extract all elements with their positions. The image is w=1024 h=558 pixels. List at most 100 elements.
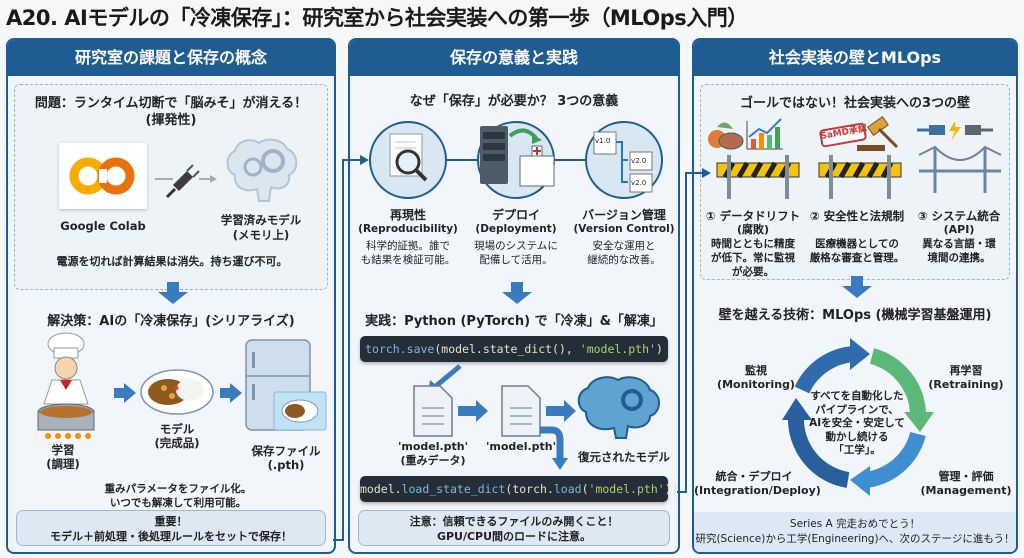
note-title: 注意：信頼できるファイルのみ開くこと！	[409, 515, 619, 528]
restored-model-label: 復元されたモデル	[578, 450, 670, 464]
code-open: (	[581, 482, 589, 496]
panel-lab-challenges: 研究室の課題と保存の概念 問題：ランタイム切断で「脳みそ」が消える！ (揮発性)…	[6, 38, 336, 554]
wall-data-drift: ① データドリフト (腐敗) 時間とともに精度 が低下。常に監視 が必要。	[701, 209, 805, 279]
dish-sub: (完成品)	[154, 436, 200, 450]
plug-bridge-icon	[917, 121, 1002, 193]
center-line: 「工学」。	[833, 444, 881, 456]
solution-caption-2: いつでも解凍して利用可能。	[109, 497, 247, 509]
cycle-arrowhead	[850, 466, 870, 496]
magnifier-document-icon	[369, 121, 447, 199]
colab-icon	[69, 157, 135, 195]
dish-label: モデル	[159, 422, 195, 436]
save-load-flow	[413, 364, 660, 470]
file2-label: 'model.pth'	[485, 440, 556, 453]
walls-icons	[708, 116, 1002, 199]
code-pre: model.	[360, 482, 402, 496]
center-line: パイプラインで、	[815, 403, 899, 416]
rotting-food-chart-icon	[708, 118, 783, 150]
wall-sub: (腐敗)	[736, 223, 770, 236]
panel-header: 社会実装の壁とMLOps	[694, 40, 1016, 76]
meaning-en: (Reproducibility)	[358, 223, 458, 235]
cycle-management: 管理・評価 (Management)	[920, 470, 1012, 498]
cycle-ja: 統合・デプロイ	[715, 470, 793, 483]
cycle-deploy: 統合・デプロイ (Integration/Deploy)	[694, 470, 821, 498]
wall-desc: 医療機器としての	[815, 238, 899, 250]
file1-label: 'model.pth'	[397, 440, 468, 453]
file-icon	[501, 385, 541, 437]
right-arrow-icon	[546, 400, 576, 422]
wall-desc: 異なる言語・環	[922, 238, 996, 250]
colab-logo	[59, 143, 147, 209]
solution-title: 解決策：AIの「冷凍保存」(シリアライズ)	[47, 314, 295, 329]
cycle-ja: 管理・評価	[938, 470, 994, 483]
panel-meaning-practice: 保存の意義と実践 なぜ「保存」が必要か？ 3つの意義 v	[348, 38, 680, 554]
right-arrow-icon	[458, 400, 488, 422]
code-fn: torch.save	[365, 342, 435, 356]
wall-title: ① データドリフト	[705, 209, 801, 223]
down-arrow-icon	[502, 282, 532, 304]
code-load: model.load_state_dict(torch.load('model.…	[360, 476, 678, 502]
page-title: A20. AIモデルの「冷凍保存」：研究室から社会実装への第一歩（MLOps入門…	[6, 6, 748, 30]
wall-title: ③ システム統合	[917, 209, 1001, 223]
cycle-en: (Retraining)	[928, 378, 1004, 391]
model-memory-sub: (メモリ上)	[232, 228, 290, 242]
note-body: GPU/CPU間のロードに注意。	[436, 530, 592, 543]
solution-caption-1: 重みパラメータをファイル化。	[104, 483, 252, 495]
file-icon	[413, 385, 453, 437]
cycle-arrowhead	[850, 338, 870, 370]
wall-title: ② 安全性と法規制	[809, 209, 905, 223]
panel-header: 保存の意義と実践	[350, 40, 678, 76]
save-file-label: 保存ファイル	[251, 444, 321, 458]
server-hospital-icon	[477, 121, 555, 199]
chef-label: 学習	[51, 443, 75, 457]
meaning-deployment: デプロイ (Deployment) 現場のシステムに 配備して活用。	[462, 208, 570, 267]
meaning-en: (Version Control)	[573, 223, 675, 235]
footer-line-2: 研究(Science)から工学(Engineering)へ、次のステージに進もう…	[695, 533, 1015, 545]
center-line: 動かし続ける	[825, 430, 889, 443]
cycle-arrowhead	[782, 398, 812, 420]
wall-desc-3: が必要。	[732, 266, 774, 278]
down-arrow-icon	[842, 276, 872, 298]
problem-caption: 電源を切れば計算結果は消失。持ち運び不可。	[56, 255, 288, 268]
cycle-center-text: すべてを自動化した パイプラインで、 AIを安全・安定して 動かし続ける 「工学…	[798, 390, 916, 458]
barrier-icon	[818, 155, 902, 199]
cycle-arrowhead	[904, 412, 934, 432]
cycle-monitoring: 監視 (Monitoring)	[716, 364, 796, 392]
wall-desc-2: 境間の連携。	[927, 252, 991, 264]
wall-sub: (API)	[943, 223, 975, 236]
problem-box: 問題：ランタイム切断で「脳みそ」が消える！ (揮発性) Google Colab…	[14, 84, 328, 290]
meaning-desc-2: も結果を検証可能。	[360, 254, 456, 266]
cycle-en: (Integration/Deploy)	[694, 484, 821, 497]
right-arrow-icon	[220, 383, 242, 403]
version-branch-icon	[585, 121, 663, 199]
panel-header: 研究室の課題と保存の概念	[8, 40, 334, 76]
fridge-frozen-pack-icon	[245, 339, 327, 431]
code-save: torch.save(model.state_dict(), 'model.pt…	[360, 336, 668, 362]
cycle-arc-deploy	[787, 415, 850, 488]
mlops-title: 壁を越える技術：MLOps (機械学習基盤運用)	[718, 308, 992, 323]
chef-sub: (調理)	[46, 457, 80, 471]
file1-sub: (重みデータ)	[400, 454, 466, 467]
problem-title: 問題：ランタイム切断で「脳みそ」が消える！	[34, 96, 308, 111]
cycle-ja: 監視	[745, 364, 767, 377]
center-line: AIを安全・安定して	[809, 417, 905, 429]
colab-label: Google Colab	[60, 219, 146, 233]
wall-safety-regulation: ② 安全性と法規制 医療機器としての 厳格な審査と管理。	[805, 209, 909, 265]
unplug-icon	[155, 164, 217, 199]
curry-plate-icon	[140, 369, 214, 415]
why-title: なぜ「保存」が必要か？ 3つの意義	[409, 94, 619, 109]
meaning-desc: 安全な運用と	[592, 240, 656, 252]
code-mid: (torch.	[505, 482, 554, 496]
barrier-icon	[716, 155, 800, 199]
note-title: 重要！	[154, 515, 188, 528]
code-fn: load_state_dict	[401, 482, 506, 496]
footer-line-1: Series A 完走おめでとう！	[789, 518, 921, 530]
chef-cooking-icon	[37, 332, 95, 439]
note-body: モデル＋前処理・後処理ルールをセットで保存！	[50, 530, 292, 543]
meanings-icons	[369, 121, 663, 199]
meaning-desc: 科学的証拠。誰で	[366, 240, 450, 252]
save-file-ext: (.pth)	[267, 458, 305, 472]
cycle-arc-management	[864, 431, 926, 488]
mlops-cycle	[782, 338, 934, 496]
practice-title: 実践：Python (PyTorch) で「冷凍」&「解凍」	[365, 314, 663, 329]
